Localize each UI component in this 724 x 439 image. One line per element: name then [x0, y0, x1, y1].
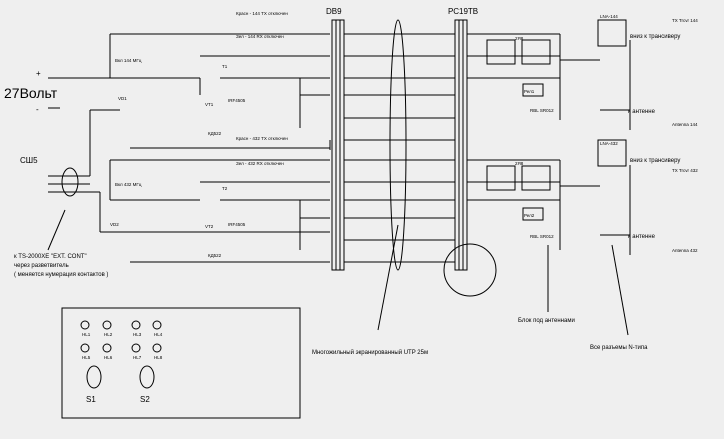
kd522-2: КД522 [208, 253, 222, 258]
n-type-label: Все разъемы N-типа [590, 345, 648, 351]
panel-led-5: HL5 [82, 355, 91, 360]
amp2-label: LNA-432 [600, 141, 618, 146]
ind-144-tx: Красн - 144 TX отключен [236, 11, 288, 16]
ic1-label: 2Я8 [515, 36, 524, 41]
tx432-label: TX Trcvr 432 [672, 168, 698, 173]
rbl2-label: RBL SR012 [530, 234, 554, 239]
ind-144-rx: Зел - 144 RX отключен [236, 34, 284, 39]
vd1-label: VD1 [118, 96, 127, 101]
sw-144: Вкл 144 МГц [115, 58, 142, 63]
sw-432: Вкл 432 МГц [115, 182, 142, 187]
panel-led-6: HL6 [104, 355, 113, 360]
connector-ssh5: СШ5 [20, 156, 38, 165]
wiring [47, 19, 631, 419]
rel2-label: Рел2 [524, 213, 535, 218]
antenna-block-label: Блок под антеннами [518, 318, 575, 324]
db9-label: DB9 [326, 7, 342, 16]
s1-label: S1 [86, 395, 96, 404]
s2-label: S2 [140, 395, 150, 404]
vd2-label: VD2 [110, 222, 119, 227]
rel1-label: Рел1 [524, 89, 535, 94]
ind-432-tx: Красн - 432 TX отключен [236, 136, 288, 141]
to-ant-2: к антенне [628, 234, 656, 240]
plus-label: + [36, 69, 41, 78]
ts2000-line2: через разветвитель [14, 263, 69, 269]
minus-label: - [36, 105, 39, 114]
ant432-label: Antenna 432 [672, 248, 698, 253]
panel-led-3: HL3 [133, 332, 142, 337]
vt1-label: VT1 [205, 102, 214, 107]
panel-led-2: HL2 [104, 332, 113, 337]
panel-led-1: HL1 [82, 332, 91, 337]
ant144-label: Antenna 144 [672, 122, 698, 127]
irf2-label: IRF4505 [228, 222, 246, 227]
t2-label: T2 [222, 186, 228, 191]
down-tx-1: вниз к трансиверу [630, 34, 680, 40]
panel-components [80, 320, 162, 389]
panel-led-7: HL7 [133, 355, 142, 360]
amp1-label: LNA-144 [600, 14, 618, 19]
cable-label: Многожильный экранированный UTP 25м [312, 349, 428, 356]
tx144-label: TX Trcvr 144 [672, 18, 698, 23]
supply-label: 27Вольт [4, 85, 58, 101]
rc19tv-label: РС19ТВ [448, 7, 478, 16]
t1-label: T1 [222, 64, 228, 69]
panel-led-8: HL8 [154, 355, 163, 360]
vt2-label: VT2 [205, 224, 214, 229]
ic2-label: 2Я8 [515, 161, 524, 166]
ind-432-rx: Зел - 432 RX отключен [236, 161, 284, 166]
panel-led-4: HL4 [154, 332, 163, 337]
ts2000-line1: к TS-2000XE "EXT. CONT" [14, 254, 87, 260]
to-ant-1: к антенне [628, 109, 656, 115]
irf1-label: IRF4505 [228, 98, 246, 103]
down-tx-2: вниз к трансиверу [630, 158, 680, 164]
ts2000-line3: ( меняется нумерация контактов ) [14, 272, 108, 278]
kd522-1: КД522 [208, 131, 222, 136]
rbl1-label: RBL SR012 [530, 108, 554, 113]
